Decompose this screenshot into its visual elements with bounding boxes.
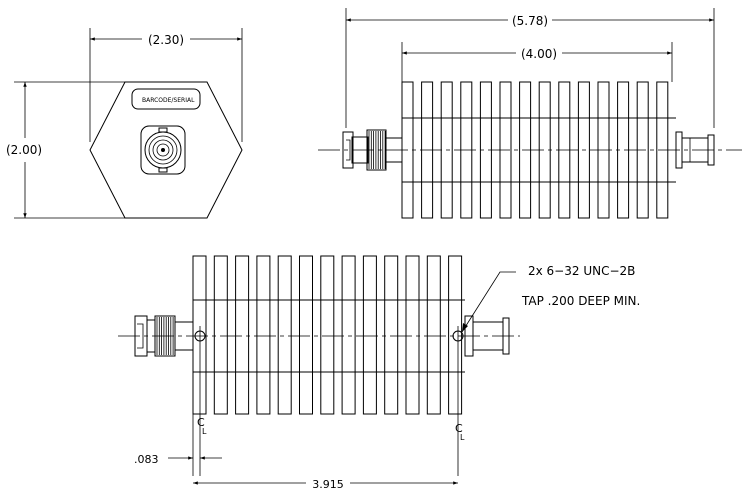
side-fin — [421, 81, 434, 219]
bottom-fin — [341, 255, 356, 415]
side-view: (5.78) (4.00) — [318, 8, 742, 219]
connector-pin — [161, 148, 165, 152]
side-fin — [617, 81, 630, 219]
centerline-symbol-right-sub: L — [460, 433, 465, 442]
side-fin — [558, 81, 571, 219]
side-fin — [597, 81, 610, 219]
connector-ring-4 — [156, 143, 170, 157]
bottom-fin — [256, 255, 271, 415]
dim-hole-spacing: 3.915 — [312, 478, 344, 491]
bottom-fin — [213, 255, 228, 415]
bottom-left-bnc-slot — [137, 323, 144, 349]
bottom-right-bnc-tip — [502, 317, 510, 355]
side-fin — [636, 81, 649, 219]
bottom-fin — [384, 255, 399, 415]
bayonet-stud-bottom — [158, 167, 168, 173]
bottom-left-bnc-knurl — [156, 317, 174, 355]
bottom-left-bnc-nut — [174, 321, 194, 351]
side-fin — [538, 81, 551, 219]
connector-ring-3 — [152, 139, 174, 161]
connector-ring-2 — [148, 135, 178, 165]
callout-leader — [461, 271, 516, 333]
bottom-fin — [235, 255, 250, 415]
barcode-serial-label: BARCODE/SERIAL — [142, 97, 195, 104]
left-bnc-slot — [346, 139, 351, 161]
centerline-symbol-right: C — [455, 422, 463, 435]
dim-front-height: (2.00) — [6, 143, 42, 157]
centerline-symbol-left-sub: L — [202, 427, 207, 436]
connector-flange — [140, 125, 186, 175]
bottom-fin — [277, 255, 292, 415]
side-fin — [440, 81, 453, 219]
barcode-label-plate — [131, 88, 201, 110]
callout-thread-spec: 2x 6−32 UNC−2B — [528, 264, 635, 278]
hex-body-outline — [89, 81, 243, 219]
callout-tap-depth: TAP .200 DEEP MIN. — [521, 294, 640, 308]
bottom-heatsink-fins — [192, 255, 463, 415]
right-bnc-tip — [707, 134, 715, 166]
dim-edge-offset: .083 — [134, 453, 159, 466]
side-fin — [479, 81, 492, 219]
side-fin — [499, 81, 512, 219]
bottom-view: C L C L .083 3.915 2x 6−32 UNC−2B TAP .2… — [118, 255, 640, 491]
left-bnc-body — [351, 136, 369, 164]
left-bnc-nut — [385, 137, 403, 163]
centerline-symbol-left: C — [197, 416, 205, 429]
side-fin — [656, 81, 669, 219]
side-fin — [460, 81, 473, 219]
bottom-fin — [448, 255, 463, 415]
dim-front-width: (2.30) — [148, 33, 184, 47]
bottom-fin — [426, 255, 441, 415]
bayonet-stud-top — [158, 127, 168, 133]
bottom-fin — [320, 255, 335, 415]
callout-leader-arrow — [462, 323, 468, 332]
front-view: BARCODE/SERIAL (2.30) (2.00) — [6, 28, 243, 219]
dim-overall-length: (5.78) — [512, 14, 548, 28]
side-fin — [519, 81, 532, 219]
left-bnc-knurl — [368, 131, 386, 169]
left-bnc-cap — [342, 131, 354, 169]
bottom-fin — [299, 255, 313, 415]
side-fin — [577, 81, 590, 219]
bottom-fin — [362, 255, 377, 415]
bottom-fin — [405, 255, 420, 415]
dim-body-length: (4.00) — [521, 47, 557, 61]
